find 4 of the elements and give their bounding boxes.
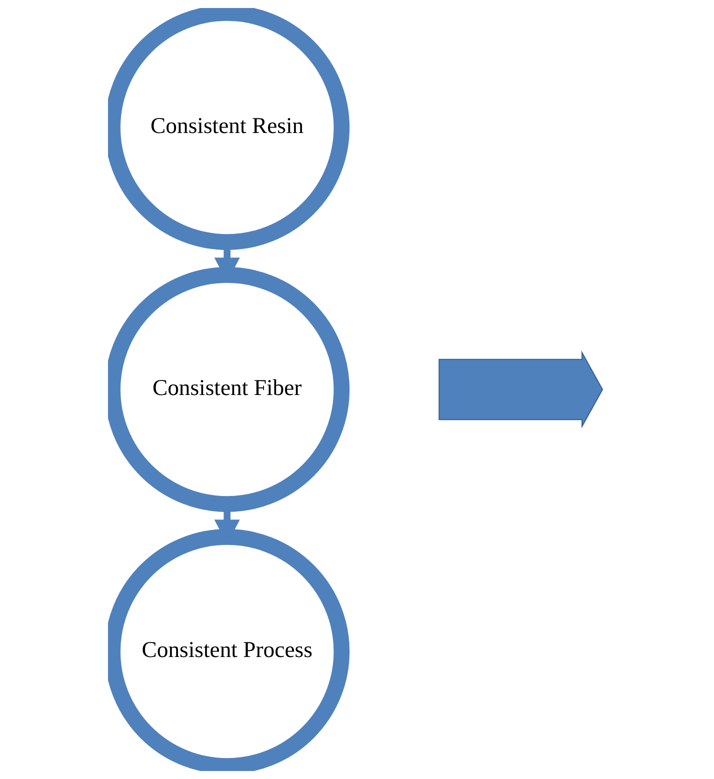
node-arrow [438,350,603,429]
node-circle: Consistent Process [108,529,350,771]
node-circle: Consistent Resin [108,8,350,250]
node-circle: Consistent Fiber [108,267,350,512]
